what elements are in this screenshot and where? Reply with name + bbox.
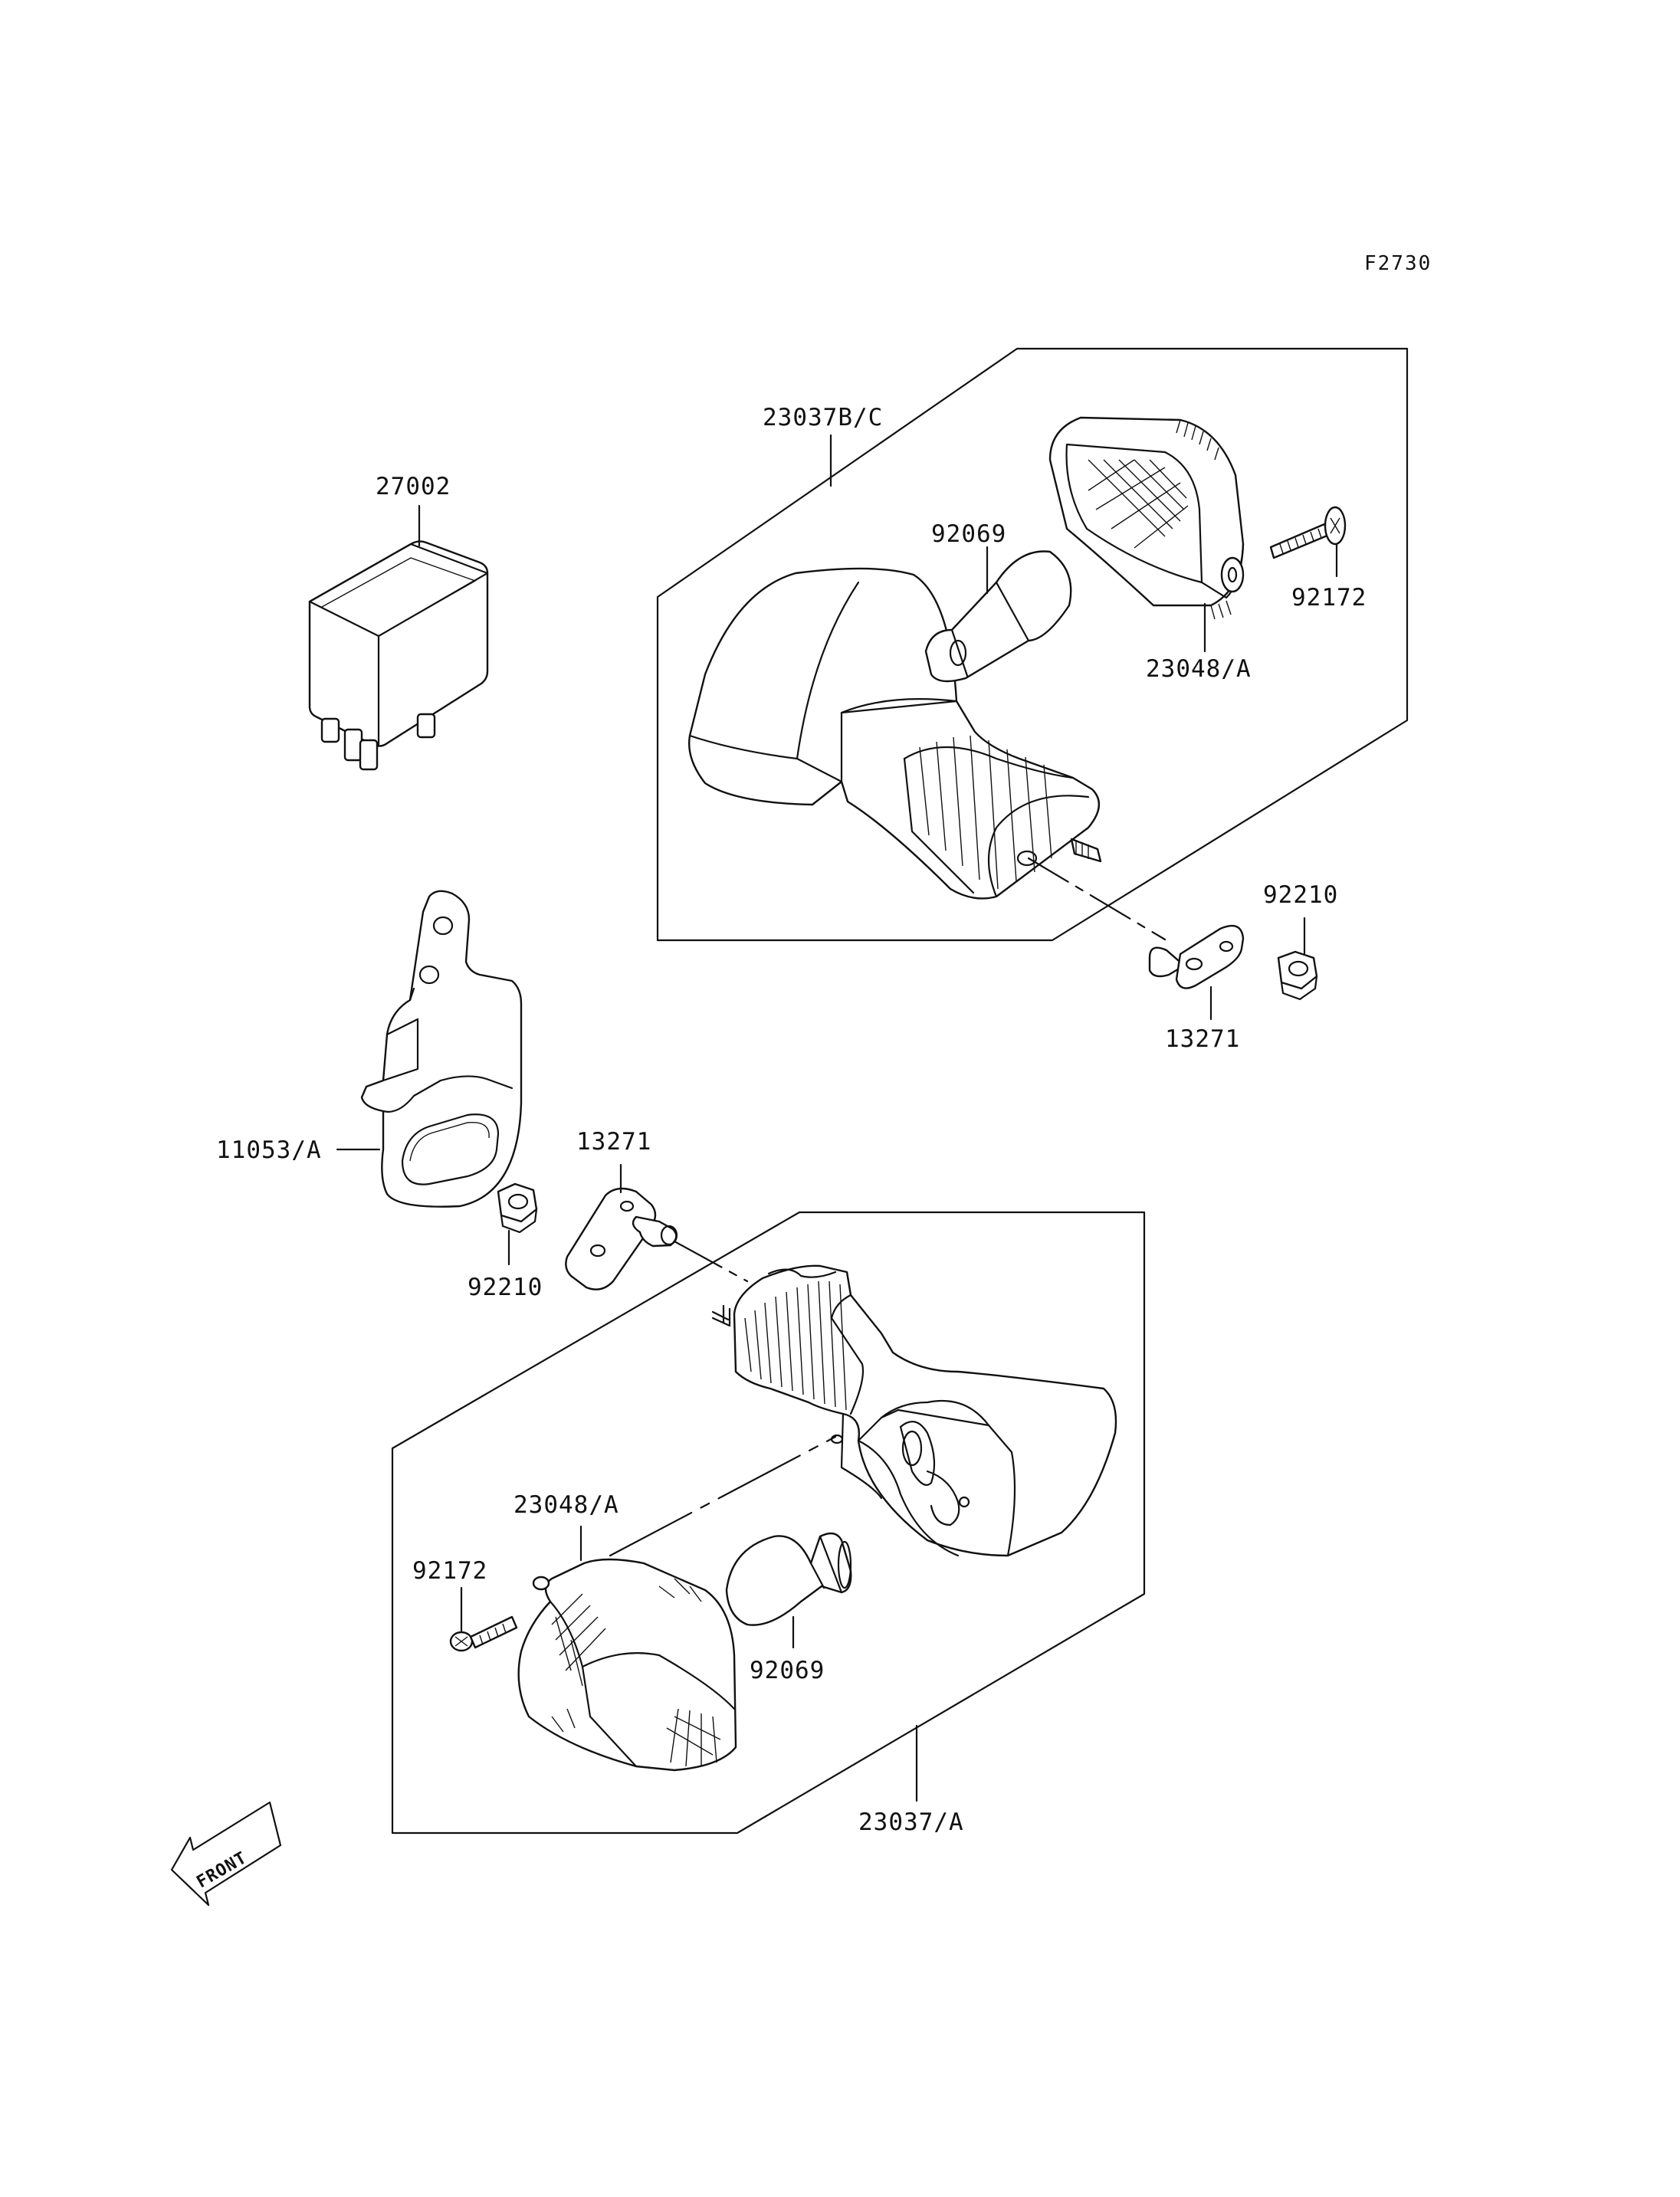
callout-front-lens: 23048/A	[514, 1491, 619, 1519]
rear-lens-part	[1048, 416, 1245, 620]
rear-plate-part	[1148, 925, 1245, 989]
front-nut-part	[497, 1182, 538, 1234]
front-axis-line-1	[673, 1240, 749, 1283]
callout-rear-bulb: 92069	[931, 520, 1006, 548]
front-bulb-part	[725, 1532, 852, 1626]
callout-rear-screw: 92172	[1291, 584, 1367, 612]
relay-part	[308, 540, 489, 771]
front-screw-part	[449, 1615, 518, 1652]
callout-rear-lens: 23048/A	[1146, 655, 1252, 683]
rear-nut-part	[1277, 950, 1318, 1001]
rear-bulb-part	[924, 550, 1072, 683]
callout-front-screw: 92172	[412, 1557, 487, 1585]
front-axis-line-2	[609, 1435, 837, 1557]
callout-rear-nut: 92210	[1263, 881, 1338, 909]
callout-rear-plate: 13271	[1165, 1025, 1240, 1053]
callout-front-nut: 92210	[468, 1274, 543, 1301]
figure-code: F2730	[1364, 252, 1432, 275]
front-plate-part	[565, 1187, 678, 1290]
rear-screw-part	[1269, 506, 1347, 559]
callout-rear-signal-assy: 23037B/C	[763, 404, 883, 431]
callout-front-signal-assy: 23037/A	[858, 1808, 964, 1836]
callout-front-bulb: 92069	[750, 1657, 825, 1684]
callout-relay: 27002	[376, 473, 451, 500]
front-direction-arrow: FRONT	[170, 1801, 282, 1907]
front-signal-housing	[711, 1264, 1117, 1557]
callout-front-plate: 13271	[576, 1128, 651, 1156]
bracket-part	[360, 890, 523, 1208]
front-lens-part	[517, 1558, 737, 1772]
rear-assembly-box	[656, 347, 1409, 942]
callout-bracket: 11053/A	[216, 1136, 322, 1164]
front-assembly-box	[391, 1211, 1146, 1835]
rear-signal-housing	[688, 567, 1166, 941]
